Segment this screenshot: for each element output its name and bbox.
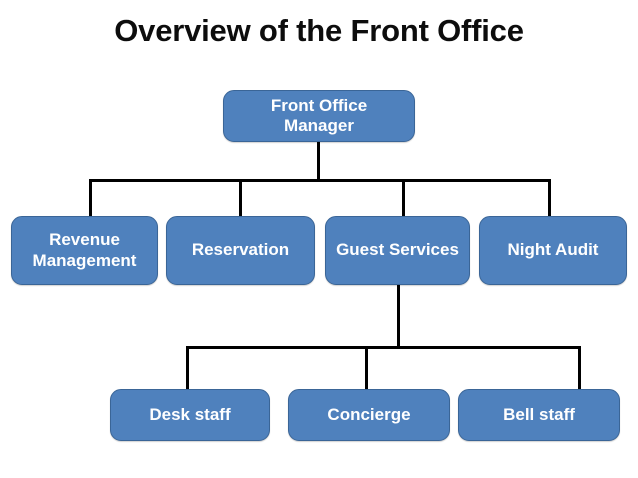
connector-manager-stem (317, 141, 320, 182)
node-reservation[interactable]: Reservation (166, 216, 315, 285)
node-label-night-audit: Night Audit (507, 240, 599, 260)
node-label-desk-staff: Desk staff (149, 404, 231, 424)
node-night-audit[interactable]: Night Audit (479, 216, 627, 285)
connector-guest-services-stem (397, 285, 400, 349)
node-desk-staff[interactable]: Desk staff (110, 389, 270, 441)
node-label-concierge: Concierge (327, 404, 411, 424)
connector-drop-desk-staff (186, 346, 189, 391)
connector-level3-bus (186, 346, 581, 349)
connector-drop-guest-services (402, 179, 405, 219)
node-label-revenue-management: Revenue Management (32, 230, 137, 270)
connector-drop-revenue-management (89, 179, 92, 219)
connector-drop-night-audit (548, 179, 551, 219)
connector-drop-bell-staff (578, 346, 581, 391)
connector-level2-bus (89, 179, 551, 182)
connector-drop-concierge (365, 346, 368, 391)
connector-drop-reservation (239, 179, 242, 219)
node-label-guest-services: Guest Services (336, 240, 459, 260)
node-bell-staff[interactable]: Bell staff (458, 389, 620, 441)
node-concierge[interactable]: Concierge (288, 389, 450, 441)
node-label-front-office-manager: Front Office Manager (270, 95, 368, 135)
node-label-reservation: Reservation (191, 240, 290, 260)
node-guest-services[interactable]: Guest Services (325, 216, 470, 285)
page-title: Overview of the Front Office (114, 13, 524, 48)
node-front-office-manager[interactable]: Front Office Manager (223, 90, 415, 142)
node-revenue-management[interactable]: Revenue Management (11, 216, 158, 285)
node-label-bell-staff: Bell staff (503, 404, 575, 424)
